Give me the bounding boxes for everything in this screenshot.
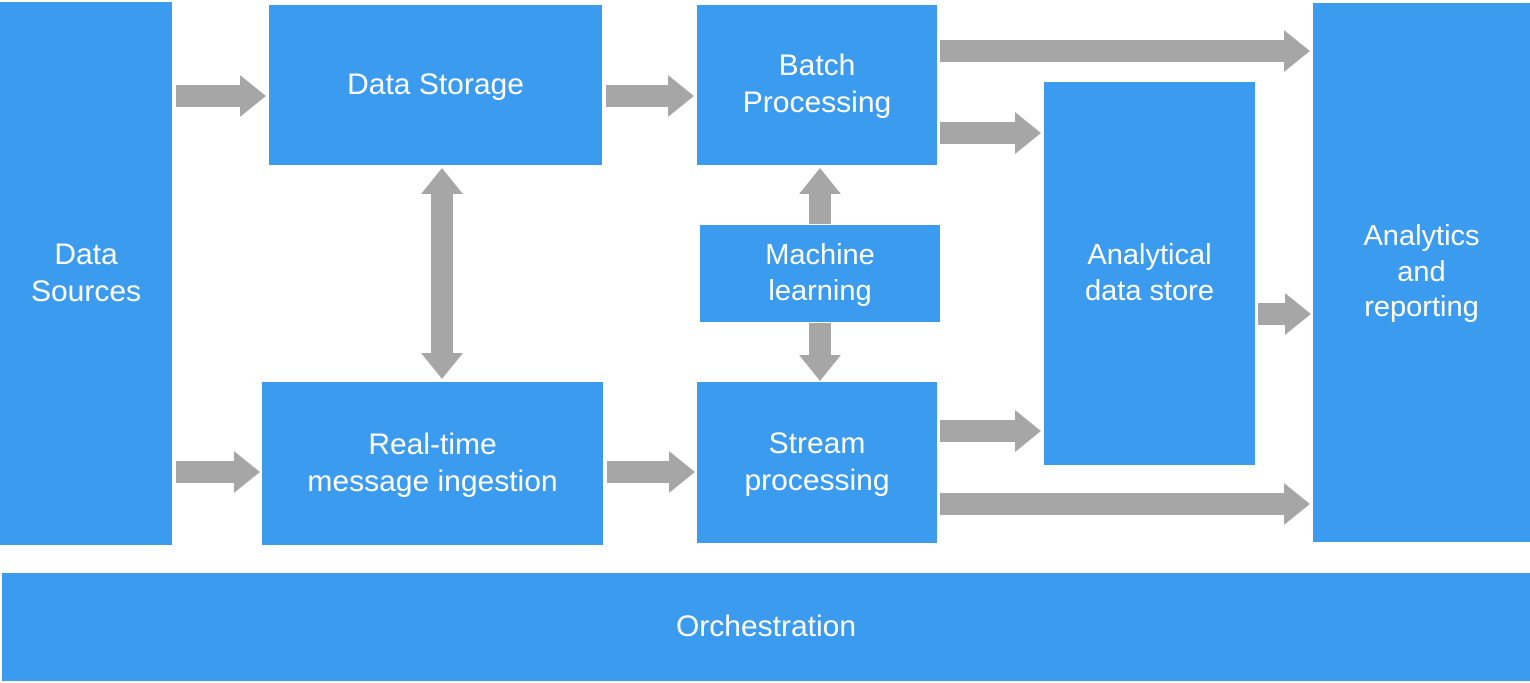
- node-orchestration[interactable]: Orchestration: [2, 573, 1530, 681]
- arrow-batch-to-datastore: [940, 112, 1041, 154]
- node-label-stream-processing: Stream processing: [744, 426, 890, 497]
- node-label-analytical-data-store: Analytical data store: [1085, 239, 1214, 307]
- arrow-batch-to-analytics: [940, 30, 1310, 72]
- node-realtime-ingestion[interactable]: Real-time message ingestion: [262, 382, 603, 545]
- arrow-sources-to-ingestion: [176, 451, 260, 493]
- node-data-storage[interactable]: Data Storage: [269, 5, 602, 165]
- arrow-storage-to-batch: [606, 75, 694, 117]
- arrow-storage-ingestion-link: [421, 168, 463, 379]
- node-label-realtime-ingestion: Real-time message ingestion: [307, 427, 558, 498]
- node-data-sources[interactable]: Data Sources: [0, 2, 172, 545]
- node-stream-processing[interactable]: Stream processing: [697, 382, 937, 543]
- node-label-analytics-reporting: Analytics and reporting: [1363, 220, 1480, 324]
- node-label-machine-learning: Machine learning: [765, 239, 875, 307]
- node-label-data-sources: Data Sources: [30, 237, 142, 308]
- arrow-sources-to-storage: [176, 75, 266, 117]
- arrow-ml-to-stream: [799, 323, 841, 381]
- node-machine-learning[interactable]: Machine learning: [700, 225, 940, 322]
- node-batch-processing[interactable]: Batch Processing: [697, 5, 937, 165]
- arrow-ml-to-batch: [799, 168, 841, 224]
- node-label-orchestration: Orchestration: [675, 609, 857, 643]
- arrow-ingestion-to-stream: [607, 451, 695, 493]
- node-label-data-storage: Data Storage: [347, 67, 524, 101]
- arrow-stream-to-analytics: [940, 483, 1310, 525]
- node-label-batch-processing: Batch Processing: [742, 49, 892, 119]
- arrow-datastore-to-analytics: [1258, 293, 1311, 335]
- node-analytical-data-store[interactable]: Analytical data store: [1044, 82, 1255, 465]
- arrow-stream-to-datastore: [940, 410, 1041, 452]
- node-analytics-reporting[interactable]: Analytics and reporting: [1313, 3, 1530, 542]
